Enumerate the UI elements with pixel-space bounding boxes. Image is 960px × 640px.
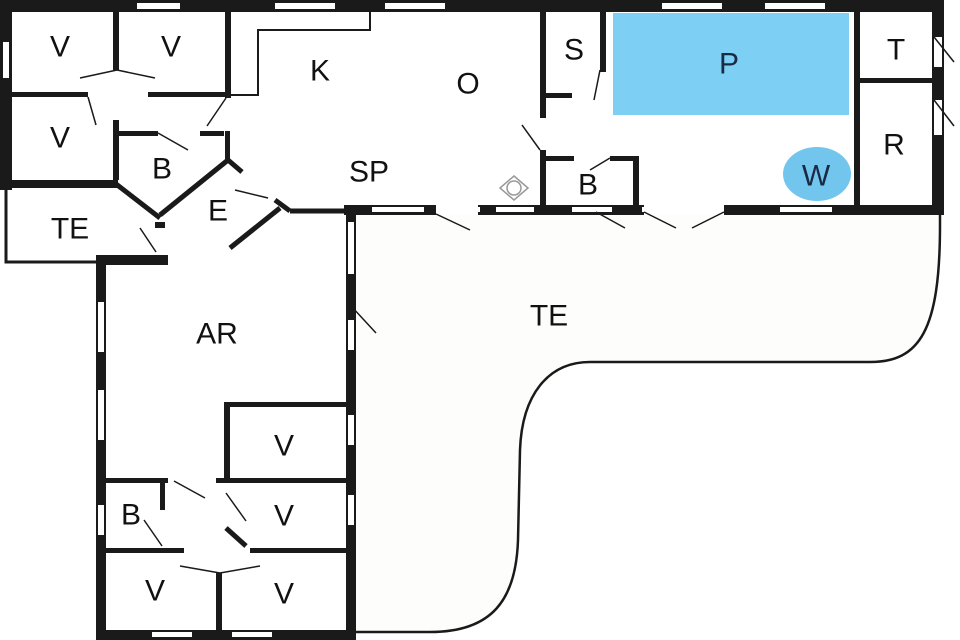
room-label-b-mid: B [578, 169, 598, 202]
room-label-e: E [208, 195, 228, 228]
room-label-v5: V [274, 500, 294, 533]
room-label-s: S [564, 34, 584, 67]
room-label-r: R [883, 129, 905, 162]
room-label-v3: V [50, 122, 70, 155]
stove-icon [498, 175, 530, 201]
room-label-te-main: TE [530, 300, 568, 333]
room-label-v1: V [50, 31, 70, 64]
room-label-sp: SP [349, 156, 389, 189]
room-label-b-left: B [152, 153, 172, 186]
terrace-outline [350, 210, 942, 634]
room-label-v4: V [274, 430, 294, 463]
room-label-o: O [456, 68, 479, 101]
room-label-v6: V [145, 575, 165, 608]
room-label-b-bottom: B [121, 499, 141, 532]
room-label-te-left: TE [51, 213, 89, 246]
room-label-k: K [310, 55, 330, 88]
room-label-p: P [719, 48, 739, 81]
room-label-v7: V [274, 578, 294, 611]
room-label-ar: AR [196, 318, 238, 351]
room-label-v2: V [161, 31, 181, 64]
room-label-w: W [802, 160, 831, 193]
pool [613, 13, 849, 115]
whirlpool [783, 147, 851, 201]
room-label-t: T [887, 34, 905, 67]
